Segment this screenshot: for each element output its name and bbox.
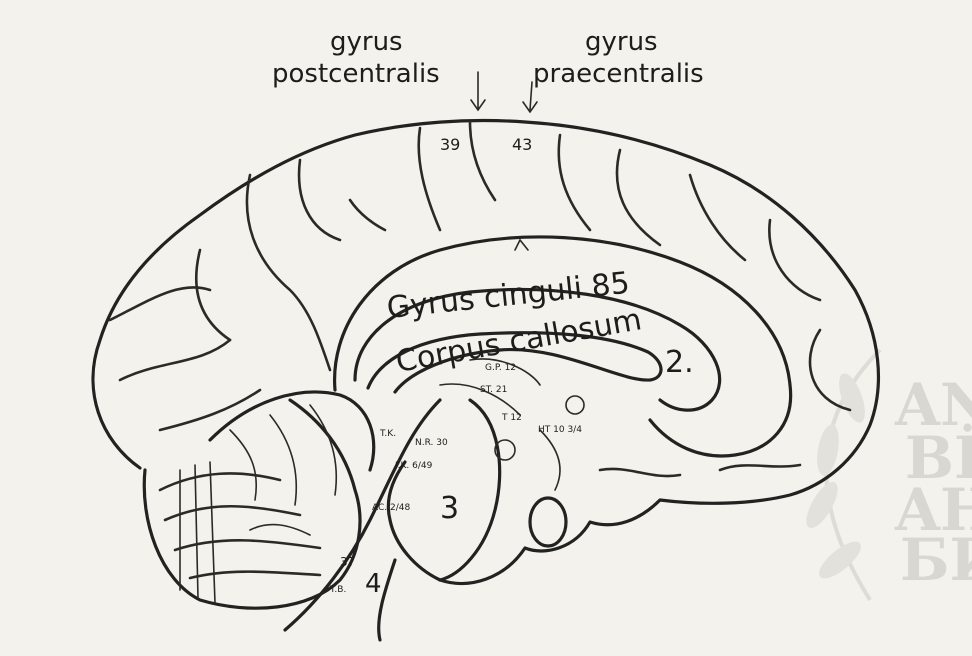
label-num-4: 4	[365, 569, 382, 599]
label-gyrus-post-line2: postcentralis	[272, 59, 440, 89]
temporal-lobe-outline	[388, 462, 440, 580]
label-ac: AC. 2/48	[372, 503, 410, 513]
label-gyrus-post-line1: gyrus	[330, 27, 403, 57]
label-tk: T.K.	[379, 429, 396, 439]
label-num-37: 37	[340, 555, 355, 569]
label-area-43: 43	[512, 135, 532, 154]
watermark-line4: БИ	[900, 526, 972, 594]
label-num-2: 2.	[665, 345, 694, 380]
watermark: AN Bİ AH БИ	[800, 350, 972, 600]
brain-stem	[285, 359, 584, 640]
label-gyrus-prae-line2: praecentralis	[533, 59, 704, 89]
label-arrows	[471, 72, 537, 112]
pituitary-body	[530, 498, 566, 546]
label-t: T 12	[501, 413, 522, 423]
anterior-commissure	[566, 396, 584, 414]
label-st: ST. 21	[480, 385, 507, 395]
label-ik: I.K. 6/49	[395, 461, 433, 471]
label-area-39: 39	[440, 135, 460, 154]
label-tb: T.B.	[329, 585, 346, 595]
label-num-3: 3	[440, 491, 459, 526]
label-gp: G.P. 12	[485, 363, 516, 373]
label-nr: N.R. 30	[415, 438, 448, 448]
label-gyrus-prae-line1: gyrus	[585, 27, 658, 57]
label-ht: HT 10 3/4	[538, 425, 582, 435]
